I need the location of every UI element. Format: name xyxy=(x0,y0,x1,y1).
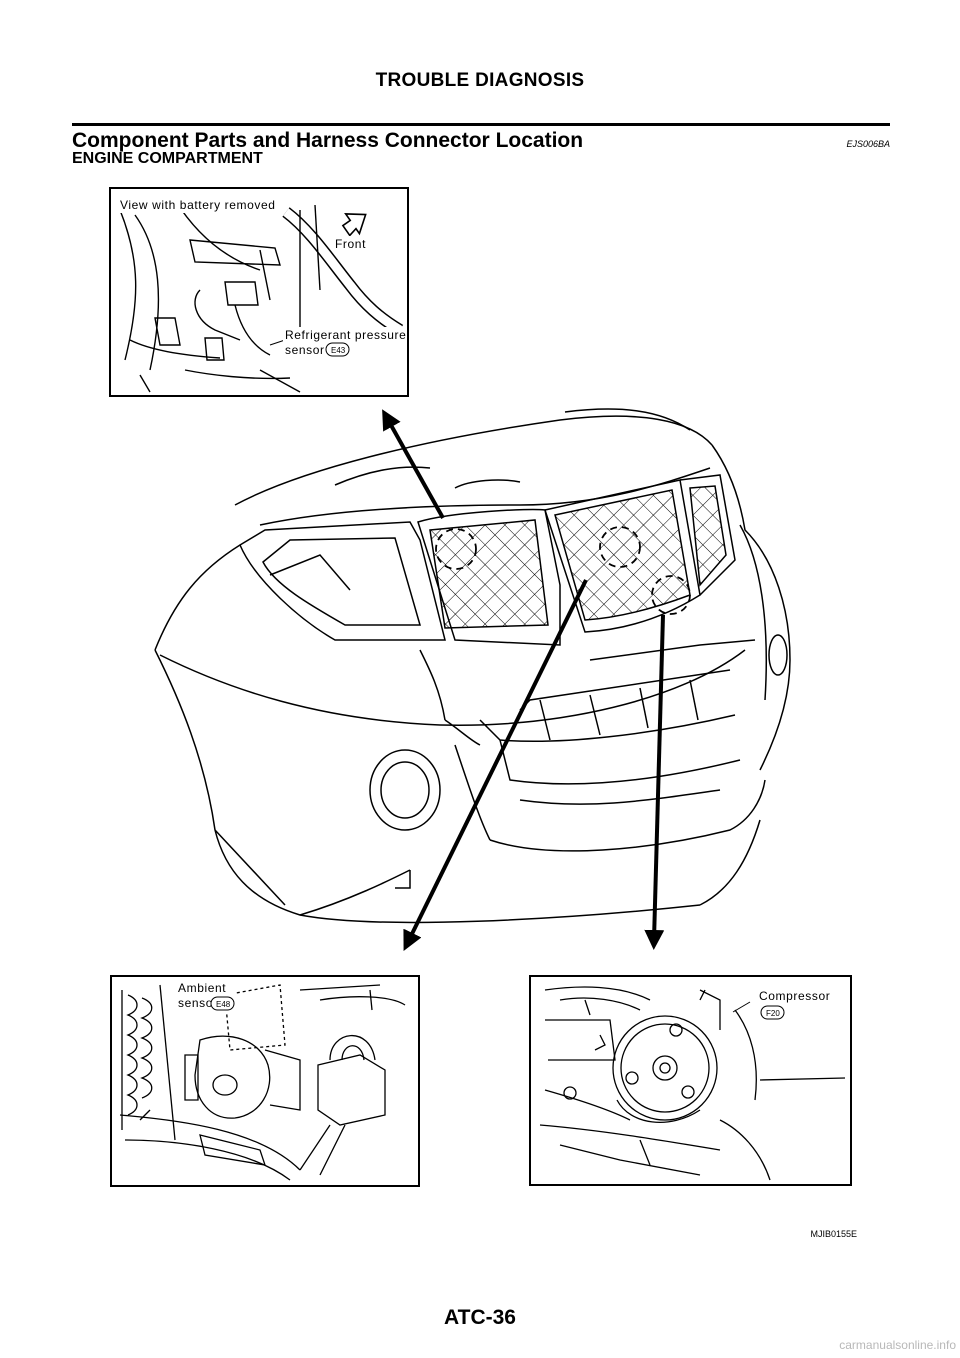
compressor-label: Compressor xyxy=(759,989,830,1003)
footer-watermark: carmanualsonline.info xyxy=(839,1338,956,1352)
top-panel-caption: View with battery removed xyxy=(120,198,276,212)
connector-f20: F20 xyxy=(766,1009,780,1018)
section-subtitle: ENGINE COMPARTMENT xyxy=(72,150,263,167)
ambient-sensor-label: Ambient xyxy=(178,981,226,995)
leader-arrows xyxy=(382,409,665,951)
front-label: Front xyxy=(335,237,366,251)
section-code: EJS006BA xyxy=(846,139,890,149)
refrigerant-pressure-sensor-label-2: sensor xyxy=(285,343,325,357)
ambient-sensor-panel xyxy=(110,975,420,1187)
front-arrow-icon xyxy=(341,213,367,237)
connector-tag-e48 xyxy=(210,996,235,1011)
running-head: TROUBLE DIAGNOSIS xyxy=(375,70,585,91)
locator-circles xyxy=(435,526,691,615)
section-title: Component Parts and Harness Connector Lo… xyxy=(72,129,584,152)
ambient-sensor-label-2: sensor xyxy=(178,996,218,1010)
connector-tag-f20 xyxy=(760,1005,785,1020)
refrigerant-pressure-sensor-label: Refrigerant pressure xyxy=(285,328,406,342)
title-rule xyxy=(72,123,890,126)
page-number: ATC-36 xyxy=(444,1306,516,1329)
connector-e48: E48 xyxy=(216,1000,231,1009)
connector-e43: E43 xyxy=(331,346,346,355)
connector-tag-e43 xyxy=(325,342,350,357)
vehicle-front-drawing xyxy=(154,408,791,924)
compressor-panel xyxy=(529,975,852,1186)
top-detail-panel xyxy=(109,187,409,397)
figure-labels: View with battery removed Front Refriger… xyxy=(118,197,843,1020)
figure-code: MJIB0155E xyxy=(810,1229,857,1239)
